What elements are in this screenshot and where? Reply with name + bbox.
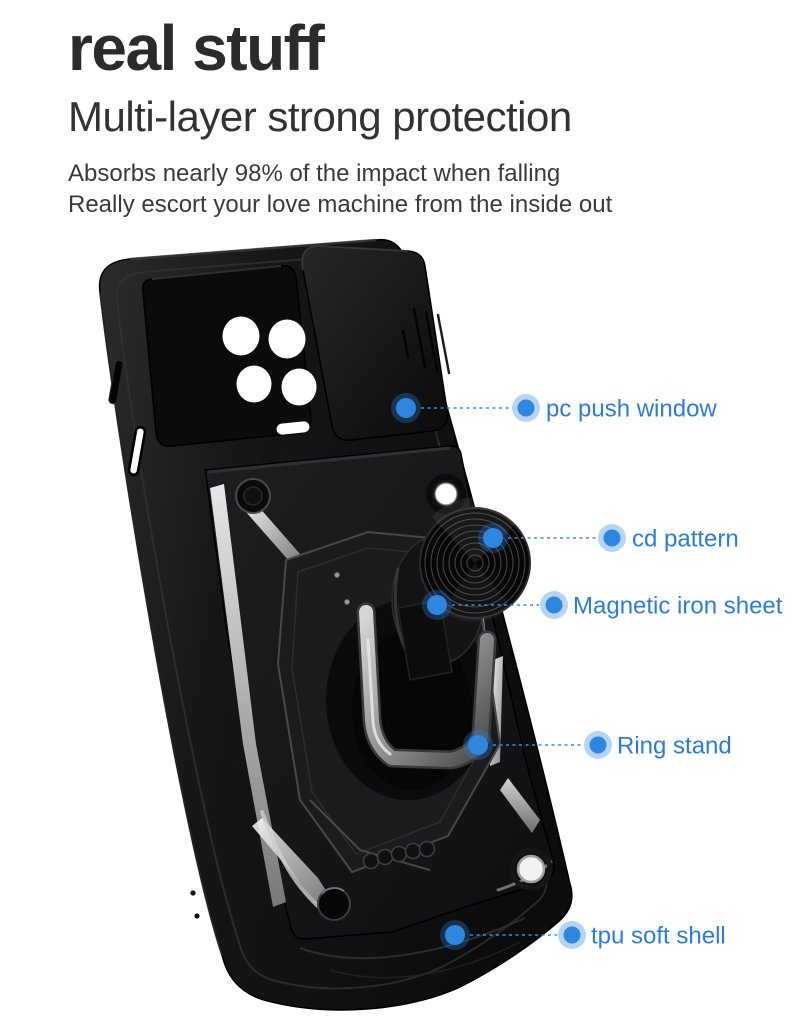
cd-disc-sheen-2 bbox=[441, 563, 512, 622]
callout-marker-dot-icon bbox=[517, 399, 535, 417]
callout-label: Ring stand bbox=[617, 733, 732, 760]
bottom-seam-2 bbox=[329, 941, 521, 979]
camera-island-highlight bbox=[151, 265, 282, 280]
callout-ring-stand: Ring stand bbox=[463, 730, 732, 760]
callout-tpu-soft-shell: tpu soft shell bbox=[440, 920, 726, 950]
callout-anchor-dot-icon bbox=[468, 735, 488, 755]
callout-cd-pattern: cd pattern bbox=[478, 523, 739, 553]
camera-hole-3 bbox=[236, 365, 272, 403]
callout-marker-dot-icon bbox=[603, 529, 621, 547]
armor-topleft-accent bbox=[246, 506, 300, 562]
callout-anchor-dot-icon bbox=[445, 925, 465, 945]
volume-button-cutout bbox=[127, 426, 147, 476]
description-line-2: Really escort your love machine from the… bbox=[68, 191, 613, 218]
side-key bbox=[108, 359, 124, 405]
page-title: real stuff bbox=[68, 12, 325, 84]
corner-screw-top-left bbox=[235, 478, 271, 514]
tpu-top-sheen bbox=[129, 238, 377, 261]
camera-module bbox=[141, 265, 317, 447]
callout-anchor-dot-icon bbox=[427, 595, 447, 615]
tpu-left-sheen bbox=[99, 291, 223, 956]
bottom-seam-1 bbox=[299, 917, 526, 960]
description-line-1: Absorbs nearly 98% of the impact when fa… bbox=[68, 160, 561, 187]
camera-hole-1 bbox=[222, 316, 260, 356]
corner-screw-bottom-left bbox=[317, 887, 351, 921]
ring-stand-highlight bbox=[366, 638, 392, 756]
center-platform-inner-line bbox=[291, 547, 487, 855]
page-subtitle: Multi-layer strong protection bbox=[68, 93, 572, 140]
ring-stand-inner-shadow bbox=[379, 617, 473, 746]
camera-island bbox=[141, 265, 312, 447]
callout-anchor-dot-icon bbox=[396, 398, 416, 418]
callout-marker-dot-icon bbox=[545, 596, 563, 614]
side-port-hole bbox=[190, 890, 196, 896]
camera-slide-cover bbox=[301, 245, 451, 441]
callout-label: Magnetic iron sheet bbox=[573, 593, 783, 620]
callout-label: cd pattern bbox=[632, 526, 739, 553]
callout-label: tpu soft shell bbox=[591, 923, 726, 950]
slide-cover-grip-lines bbox=[401, 307, 451, 375]
header: real stuff Multi-layer strong protection… bbox=[68, 12, 768, 220]
armor-left-silver-bevel bbox=[210, 484, 286, 907]
bottom-circle-texture bbox=[362, 840, 436, 870]
cd-disc-sheen-1 bbox=[432, 497, 519, 563]
flash-cutout bbox=[276, 421, 310, 435]
callout-magnetic-iron-sheet: Magnetic iron sheet bbox=[422, 590, 783, 620]
corner-hole-bottom-right bbox=[509, 847, 553, 891]
armor-bottomright-accent bbox=[500, 778, 540, 833]
armor-top-bevel bbox=[207, 446, 451, 474]
description-block: Absorbs nearly 98% of the impact when fa… bbox=[68, 158, 768, 220]
callout-pc-push-window: pc push window bbox=[391, 393, 717, 423]
callout-marker-dot-icon bbox=[589, 736, 607, 754]
callouts: pc push window cd pattern Magnetic iron … bbox=[391, 393, 783, 950]
slide-cover-highlight bbox=[301, 245, 409, 271]
corner-hole-top-right bbox=[426, 474, 466, 514]
cd-pattern-rings bbox=[424, 512, 526, 614]
ring-hinge-bracket bbox=[397, 599, 453, 681]
kickstand-assembly bbox=[326, 497, 531, 800]
callout-anchor-dot-icon bbox=[483, 528, 503, 548]
camera-hole-2 bbox=[268, 319, 306, 359]
callout-marker-dot-icon bbox=[563, 926, 581, 944]
callout-label: pc push window bbox=[546, 396, 717, 423]
camera-hole-4 bbox=[281, 368, 317, 406]
side-port-hole bbox=[194, 913, 200, 919]
platform-bottom-facet bbox=[309, 799, 431, 871]
